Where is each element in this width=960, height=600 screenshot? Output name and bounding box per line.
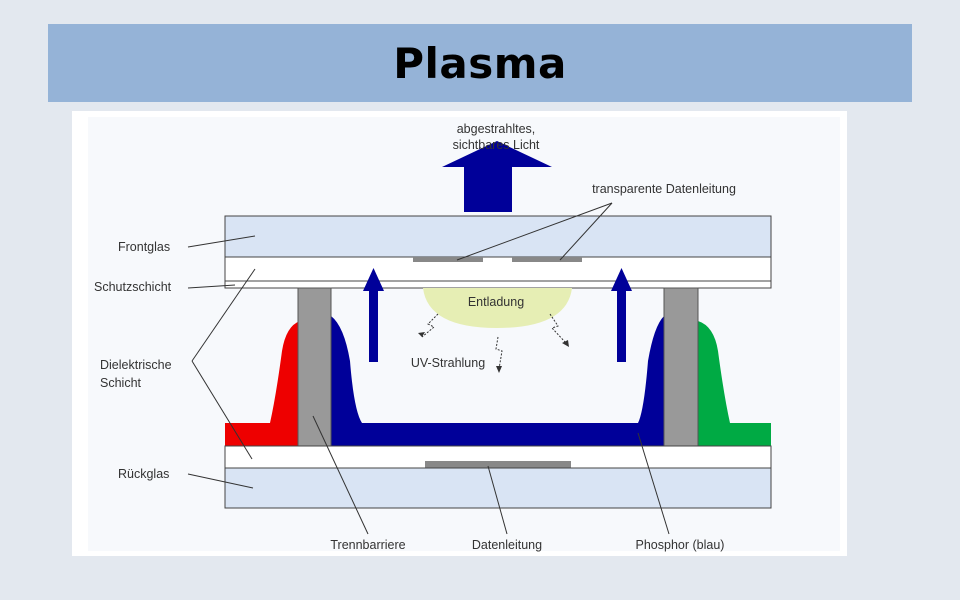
- light-arrow-left: [363, 268, 384, 362]
- label-back-glass: Rückglas: [118, 467, 169, 481]
- label-uv-radiation: UV-Strahlung: [411, 356, 485, 370]
- phosphor-red: [225, 321, 300, 446]
- uv-rays: [421, 313, 567, 370]
- label-emitted-light-1: abgestrahltes,: [457, 122, 536, 136]
- slide-title: Plasma: [393, 38, 567, 88]
- diagram-panel: abgestrahltes, sichtbares Licht transpar…: [72, 111, 847, 556]
- label-dielectric-1: Dielektrische: [100, 358, 172, 372]
- emitted-light-arrow: [442, 141, 552, 212]
- front-glass-layer: [224, 215, 772, 258]
- label-emitted-light-2: sichtbares Licht: [453, 138, 540, 152]
- plasma-cell-diagram: abgestrahltes, sichtbares Licht transpar…: [88, 117, 840, 552]
- phosphor-green: [698, 321, 771, 446]
- transparent-data-line-right: [512, 257, 582, 262]
- separation-barrier-left: [297, 287, 332, 447]
- label-phosphor: Phosphor (blau): [636, 538, 725, 552]
- label-protective-layer: Schutzschicht: [94, 280, 172, 294]
- transparent-data-line-left: [413, 257, 483, 262]
- label-transparent-data-line: transparente Datenleitung: [592, 182, 736, 196]
- data-line-electrode: [425, 461, 571, 468]
- label-separation-barrier: Trennbarriere: [330, 538, 405, 552]
- discharge-cloud: [423, 288, 572, 328]
- dielectric-layer-top: [224, 256, 772, 282]
- title-bar: Plasma: [48, 24, 912, 102]
- separation-barrier-right: [663, 287, 699, 447]
- label-discharge: Entladung: [468, 295, 524, 309]
- leader-lines: [187, 202, 670, 535]
- phosphor-blue: [331, 316, 664, 446]
- label-dielectric-2: Schicht: [100, 376, 142, 390]
- label-front-glass: Frontglas: [118, 240, 170, 254]
- label-data-line: Datenleitung: [472, 538, 542, 552]
- protective-layer: [224, 280, 772, 289]
- light-arrow-right: [611, 268, 632, 362]
